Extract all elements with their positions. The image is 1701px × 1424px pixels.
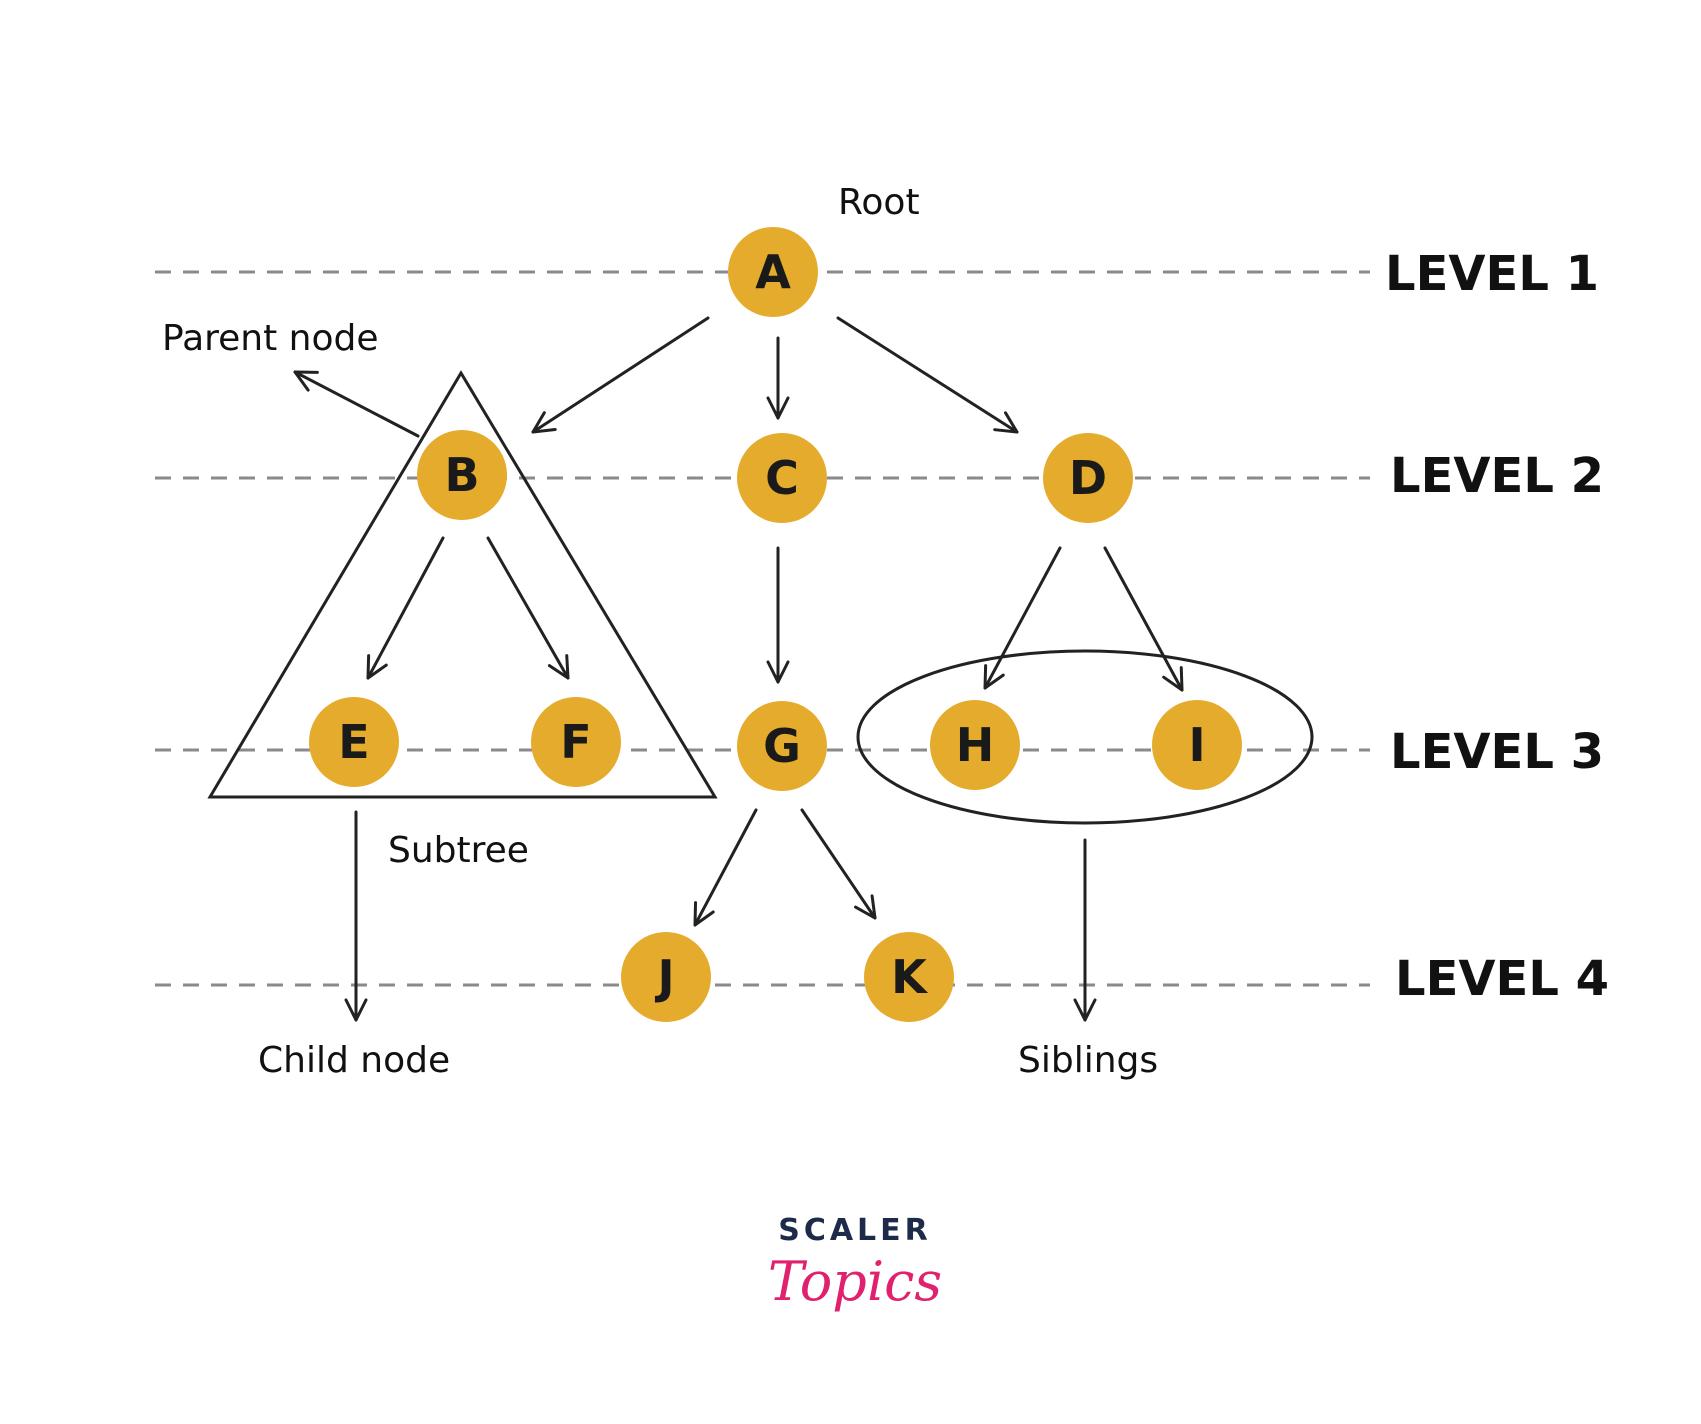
parent-node-label: Parent node bbox=[162, 318, 379, 359]
node-g-circle bbox=[737, 701, 827, 791]
level-4-label: LEVEL 4 bbox=[1395, 951, 1609, 1007]
node-d: D bbox=[1043, 433, 1133, 523]
node-d-label: D bbox=[1069, 451, 1107, 505]
node-c-label: C bbox=[765, 451, 799, 505]
node-e: E bbox=[309, 697, 399, 787]
node-a: A bbox=[728, 227, 818, 317]
node-f-label: F bbox=[560, 715, 591, 769]
node-h-label: H bbox=[956, 718, 995, 772]
edge-d-h bbox=[983, 546, 1062, 690]
edge-a-d bbox=[836, 316, 1019, 434]
node-i-circle bbox=[1152, 700, 1242, 790]
node-f-circle bbox=[531, 697, 621, 787]
node-k: K bbox=[864, 932, 954, 1022]
node-e-label: E bbox=[338, 715, 369, 769]
node-c: C bbox=[737, 433, 827, 523]
node-h-circle bbox=[930, 700, 1020, 790]
scaler-topics-logo: SCALER Topics bbox=[768, 1213, 942, 1313]
edge-b-e bbox=[366, 536, 445, 680]
edge-d-i bbox=[1103, 546, 1184, 692]
nodes: A B C D E F G H bbox=[309, 227, 1242, 1022]
edge-a-b bbox=[531, 316, 710, 434]
child-node-label: Child node bbox=[258, 1040, 450, 1081]
edge-g-k bbox=[800, 808, 877, 920]
node-j-label: J bbox=[654, 950, 674, 1004]
node-d-circle bbox=[1043, 433, 1133, 523]
root-label: Root bbox=[838, 182, 920, 223]
node-i-label: I bbox=[1188, 718, 1205, 772]
node-e-circle bbox=[309, 697, 399, 787]
node-b-label: B bbox=[444, 448, 479, 502]
brand-top-text: SCALER bbox=[778, 1213, 932, 1248]
node-g: G bbox=[737, 701, 827, 791]
edges bbox=[366, 316, 1184, 927]
annotations: Root Parent node Subtree Child node Sibl… bbox=[162, 182, 1158, 1081]
node-i: I bbox=[1152, 700, 1242, 790]
node-f: F bbox=[531, 697, 621, 787]
siblings-ellipse bbox=[856, 649, 1314, 825]
node-h: H bbox=[930, 700, 1020, 790]
node-a-circle bbox=[728, 227, 818, 317]
level-3-label: LEVEL 3 bbox=[1390, 724, 1604, 780]
level-1-label: LEVEL 1 bbox=[1385, 246, 1599, 302]
parent-node-arrow bbox=[293, 370, 420, 438]
node-k-label: K bbox=[891, 950, 929, 1004]
subtree-label: Subtree bbox=[388, 830, 529, 871]
level-lines bbox=[155, 270, 1370, 987]
node-a-label: A bbox=[755, 245, 791, 299]
node-b-circle bbox=[417, 430, 507, 520]
node-g-label: G bbox=[763, 719, 801, 773]
subtree-triangle bbox=[207, 370, 718, 799]
node-c-circle bbox=[737, 433, 827, 523]
level-labels: LEVEL 1 LEVEL 2 LEVEL 3 LEVEL 4 bbox=[1385, 246, 1609, 1007]
node-j-circle bbox=[621, 932, 711, 1022]
annotation-arrows bbox=[293, 370, 1097, 1022]
edge-b-f bbox=[486, 536, 570, 680]
siblings-label: Siblings bbox=[1018, 1040, 1158, 1081]
node-j: J bbox=[621, 932, 711, 1022]
brand-script-text: Topics bbox=[768, 1250, 942, 1313]
edge-g-j bbox=[693, 808, 758, 927]
level-2-label: LEVEL 2 bbox=[1390, 448, 1604, 504]
node-b: B bbox=[417, 430, 507, 520]
node-k-circle bbox=[864, 932, 954, 1022]
